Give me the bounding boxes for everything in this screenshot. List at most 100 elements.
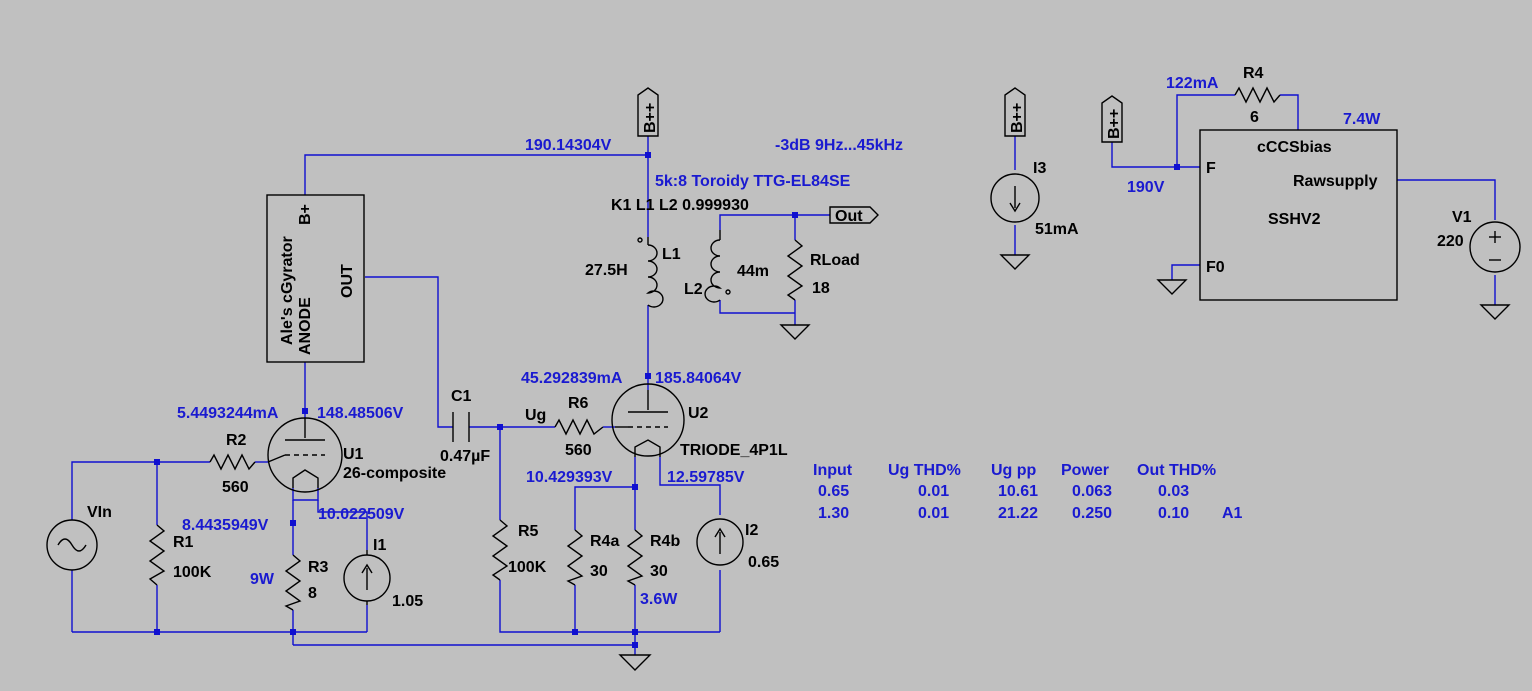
- svg-text:220: 220: [1437, 233, 1464, 250]
- table-cell: 0.01: [918, 505, 949, 522]
- svg-text:10.429393V: 10.429393V: [526, 469, 613, 486]
- table-header: Ug THD%: [888, 462, 961, 479]
- svg-text:8: 8: [308, 585, 317, 602]
- svg-text:560: 560: [565, 442, 592, 459]
- table-header: Input: [813, 462, 853, 479]
- svg-text:-3dB 9Hz...45kHz: -3dB 9Hz...45kHz: [775, 137, 903, 154]
- svg-text:26-composite: 26-composite: [343, 465, 446, 482]
- current-source-i3: I3 51mA: [990, 160, 1079, 238]
- svg-text:U2: U2: [688, 405, 709, 422]
- resistor-rload: RLoad 18: [786, 239, 860, 301]
- ug-net-label: Ug: [525, 407, 546, 424]
- svg-text:1.05: 1.05: [392, 593, 423, 610]
- svg-text:F0: F0: [1206, 259, 1225, 276]
- resistor-r2: R2 560: [209, 432, 256, 496]
- current-source-i1: I1 1.05: [343, 537, 423, 610]
- svg-text:5.4493244mA: 5.4493244mA: [177, 405, 279, 422]
- svg-text:L1: L1: [662, 246, 681, 263]
- gyrator-pin-out: OUT: [339, 264, 356, 298]
- svg-text:K1 L1 L2 0.999930: K1 L1 L2 0.999930: [611, 197, 749, 214]
- table-cell: A1: [1222, 505, 1243, 522]
- gyrator-pin-anode: ANODE: [297, 297, 314, 355]
- triode-u2: U2 TRIODE_4P1L: [611, 383, 788, 459]
- svg-text:B++: B++: [642, 103, 659, 133]
- svg-text:8.4435949V: 8.4435949V: [182, 517, 269, 534]
- svg-text:100K: 100K: [508, 559, 547, 576]
- svg-text:R5: R5: [518, 523, 539, 540]
- resistor-r4a: R4a 30: [566, 529, 619, 586]
- gyrator-name: Ale's cGyrator: [279, 236, 296, 345]
- resistor-r1: R1 100K: [148, 524, 212, 586]
- svg-text:R4b: R4b: [650, 533, 680, 550]
- table-header: Ug pp: [991, 462, 1037, 479]
- bpp-flag-main: B++: [637, 87, 659, 137]
- triode-u1: U1 26-composite: [267, 417, 446, 493]
- current-source-i2: I2 0.65: [696, 518, 779, 571]
- resistor-r4b: R4b 30: [626, 529, 680, 586]
- svg-text:RLoad: RLoad: [810, 252, 860, 269]
- resistor-r5: R5 100K: [491, 519, 547, 581]
- table-cell: 0.01: [918, 483, 949, 500]
- ground-symbols: [618, 254, 1511, 671]
- svg-text:9W: 9W: [250, 571, 275, 588]
- inductor-l2: L2 44m: [684, 230, 769, 303]
- svg-text:44m: 44m: [737, 263, 769, 280]
- table-cell: 1.30: [818, 505, 849, 522]
- svg-text:R6: R6: [568, 395, 589, 412]
- svg-text:I3: I3: [1033, 160, 1046, 177]
- gyrator-pin-bplus: B+: [297, 204, 314, 225]
- table-cell: 0.10: [1158, 505, 1189, 522]
- annotations: 190.14304V -3dB 9Hz...45kHz 5k:8 Toroidy…: [177, 75, 1381, 608]
- svg-text:100K: 100K: [173, 564, 212, 581]
- svg-text:560: 560: [222, 479, 249, 496]
- svg-text:R3: R3: [308, 559, 329, 576]
- svg-text:U1: U1: [343, 446, 364, 463]
- table-cell: 0.250: [1072, 505, 1112, 522]
- svg-text:SSHV2: SSHV2: [1268, 211, 1321, 228]
- svg-text:185.84064V: 185.84064V: [655, 370, 742, 387]
- svg-text:6: 6: [1250, 109, 1259, 126]
- svg-text:R1: R1: [173, 534, 194, 551]
- svg-text:I1: I1: [373, 537, 386, 554]
- svg-text:B++: B++: [1009, 103, 1026, 133]
- svg-text:30: 30: [650, 563, 668, 580]
- resistor-r4: R4 6: [1234, 65, 1281, 126]
- table-cell: 0.65: [818, 483, 849, 500]
- svg-text:10.022509V: 10.022509V: [318, 506, 405, 523]
- svg-text:148.48506V: 148.48506V: [317, 405, 404, 422]
- gyrator-block: Ale's cGyrator ANODE B+ OUT: [266, 194, 365, 363]
- bpp-flag-i3: B++: [1004, 87, 1026, 137]
- svg-text:Rawsupply: Rawsupply: [1293, 173, 1378, 190]
- svg-text:30: 30: [590, 563, 608, 580]
- svg-text:190.14304V: 190.14304V: [525, 137, 612, 154]
- svg-text:3.6W: 3.6W: [640, 591, 678, 608]
- ccs-block: cCCSbias F Rawsupply SSHV2 F0: [1199, 129, 1398, 301]
- svg-text:190V: 190V: [1127, 179, 1165, 196]
- svg-text:L2: L2: [684, 281, 703, 298]
- voltage-source-vin: VIn: [46, 504, 112, 571]
- svg-text:0.65: 0.65: [748, 554, 779, 571]
- table-header: Power: [1061, 462, 1109, 479]
- table-cell: 21.22: [998, 505, 1038, 522]
- svg-text:VIn: VIn: [87, 504, 112, 521]
- svg-text:18: 18: [812, 280, 830, 297]
- table-cell: 0.03: [1158, 483, 1189, 500]
- wires: [71, 94, 1496, 655]
- table-cell: 10.61: [998, 483, 1038, 500]
- capacitor-c1: C1 0.47µF: [440, 388, 490, 465]
- svg-text:122mA: 122mA: [1166, 75, 1219, 92]
- table-header: Out THD%: [1137, 462, 1216, 479]
- svg-text:R2: R2: [226, 432, 247, 449]
- svg-text:7.4W: 7.4W: [1343, 111, 1381, 128]
- table-cell: 0.063: [1072, 483, 1112, 500]
- svg-text:V1: V1: [1452, 209, 1472, 226]
- results-table: Input Ug THD% Ug pp Power Out THD% 0.65 …: [813, 462, 1243, 522]
- svg-text:Out: Out: [835, 208, 863, 225]
- svg-text:0.47µF: 0.47µF: [440, 448, 490, 465]
- svg-text:51mA: 51mA: [1035, 221, 1079, 238]
- svg-text:cCCSbias: cCCSbias: [1257, 139, 1332, 156]
- out-flag: Out: [829, 206, 879, 225]
- resistor-r3: R3 8: [284, 554, 329, 611]
- svg-text:27.5H: 27.5H: [585, 262, 628, 279]
